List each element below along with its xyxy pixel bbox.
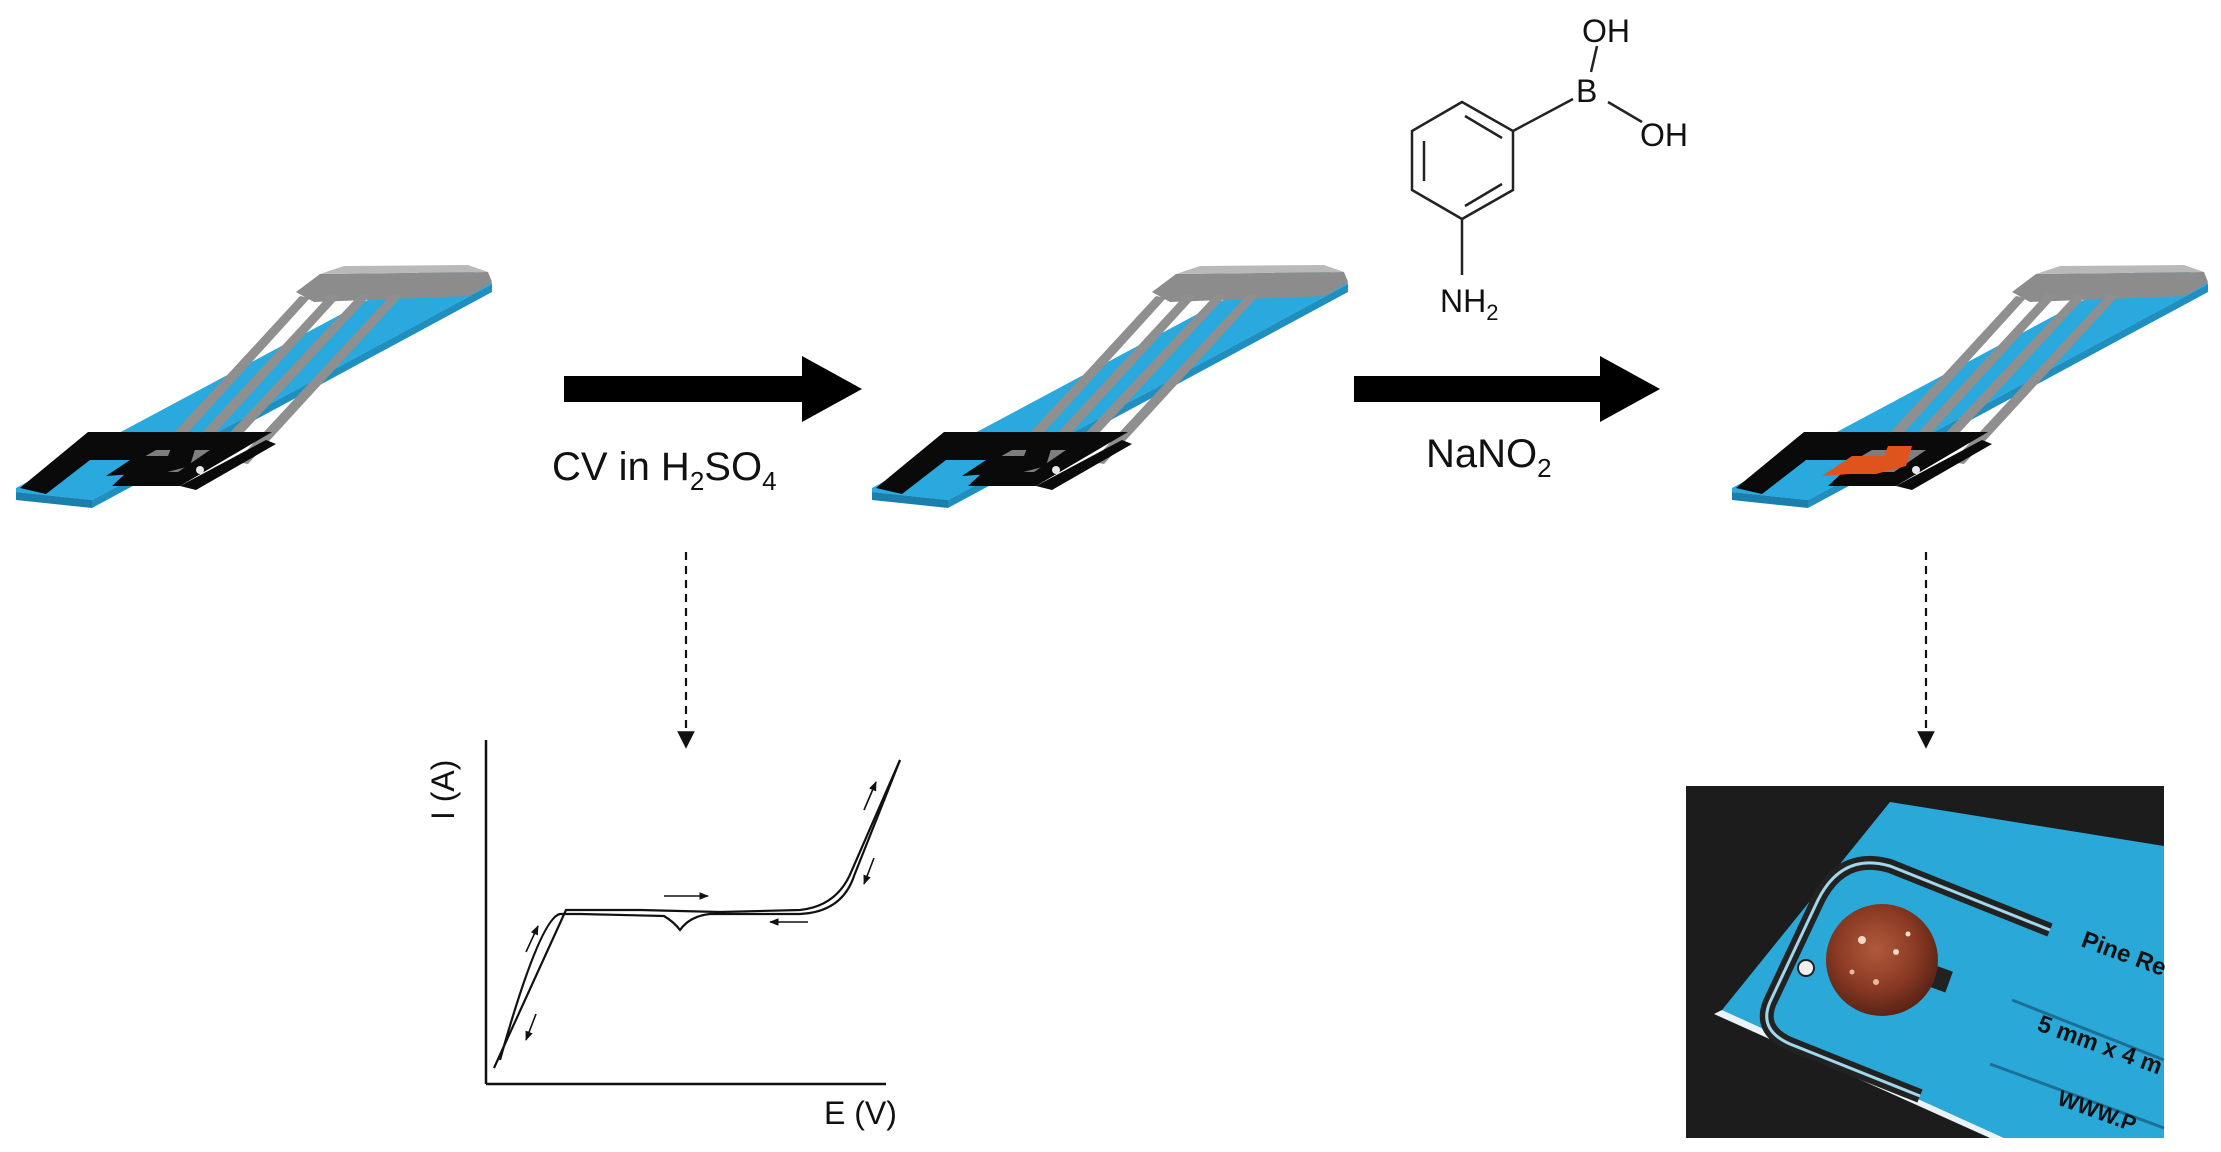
reaction-arrow-2 — [1354, 356, 1660, 422]
electrode-modified — [1732, 265, 2208, 508]
working-electrode-modified — [1822, 446, 1912, 476]
cv-arrow-down-right — [863, 857, 875, 885]
photo-modified-electrode: Pine Re 5 mm x 4 m WWW.P — [1686, 786, 2170, 1138]
molecule-aminophenylboronic-acid: OH B OH NH2 — [1410, 13, 1688, 325]
oh-top-label: OH — [1582, 13, 1630, 49]
cv-arrow-down-left — [525, 1013, 537, 1041]
photo-modified-bead — [1826, 904, 1938, 1016]
cyclic-voltammogram: I (A) E (V) — [425, 740, 902, 1131]
boron-label: B — [1576, 73, 1597, 109]
cv-reverse-scan — [498, 759, 902, 1061]
cv-forward-scan — [492, 759, 902, 1069]
working-electrode-black — [106, 446, 196, 476]
oh-right-label: OH — [1640, 117, 1688, 153]
electrode-bare — [16, 265, 492, 508]
cv-y-label: I (A) — [425, 760, 461, 820]
cv-arrow-up-left — [525, 925, 539, 953]
cv-x-label: E (V) — [824, 1095, 897, 1131]
reagent-label-nitrite: NaNO2 — [1426, 432, 1552, 483]
photo-reference-dot — [1797, 959, 1815, 977]
cv-arrow-up-right — [863, 781, 877, 811]
working-electrode-activated — [962, 446, 1052, 476]
amine-label: NH2 — [1440, 283, 1498, 325]
reagent-label-cv: CV in H2SO4 — [552, 445, 777, 496]
electrode-activated — [872, 265, 1348, 508]
reaction-arrow-1 — [564, 356, 862, 422]
